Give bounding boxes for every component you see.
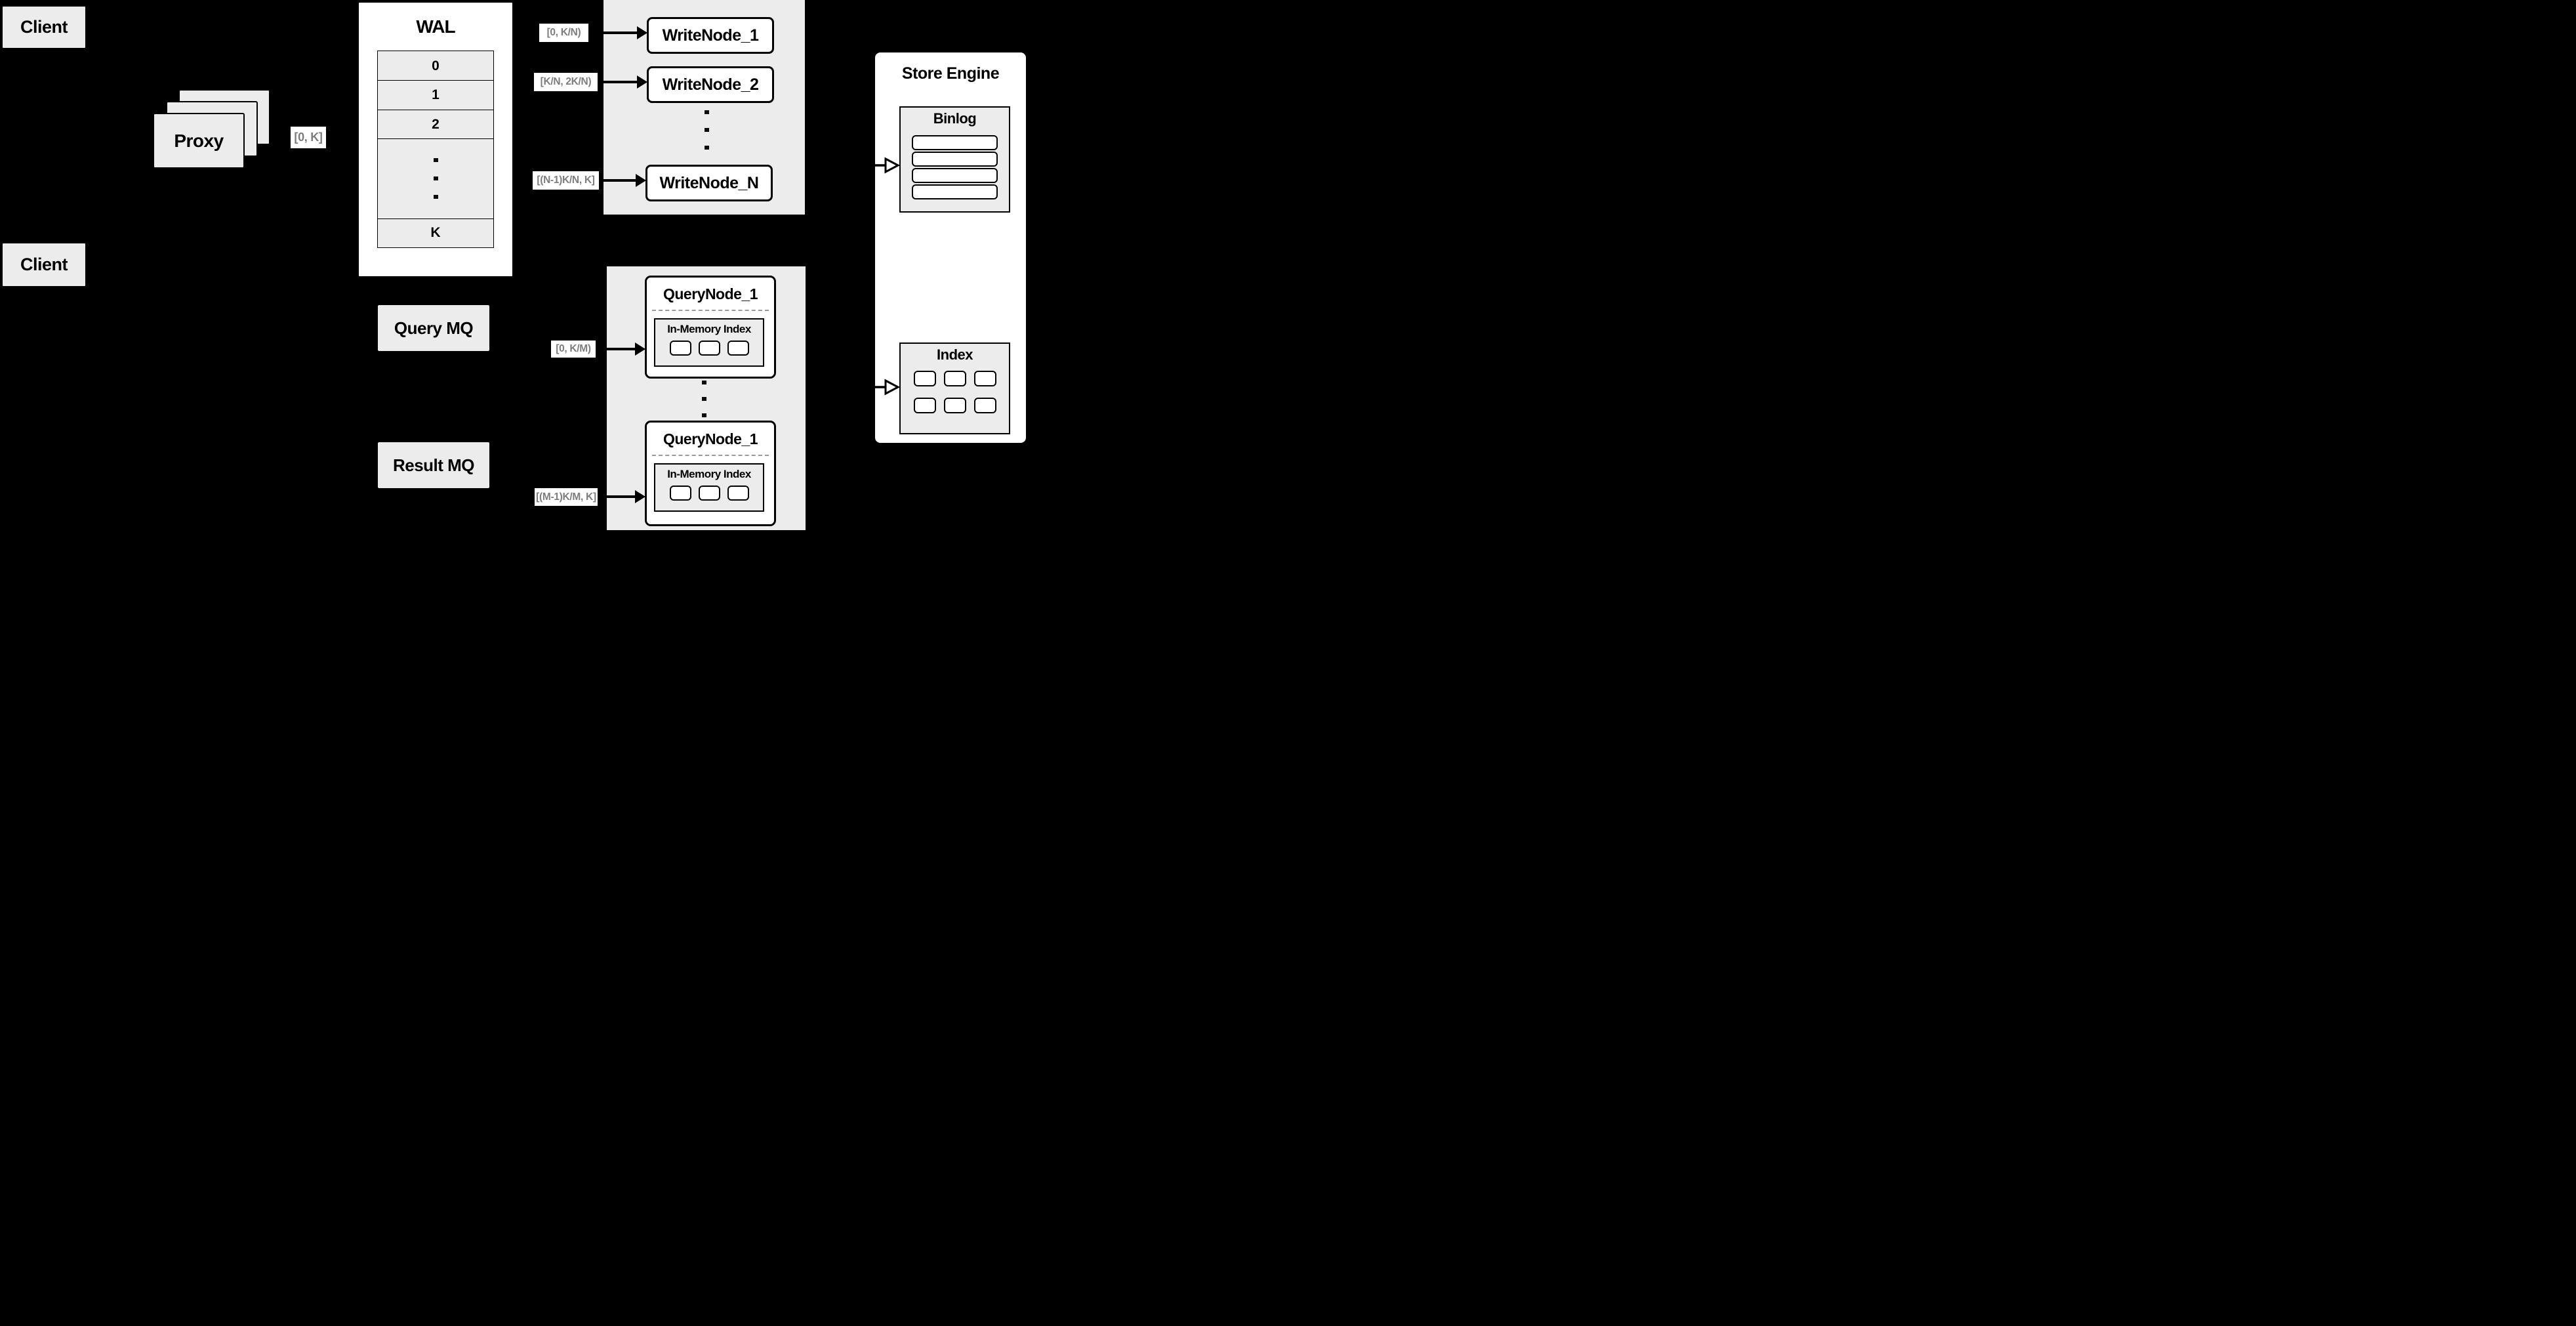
query-mq-box: Query MQ [377, 304, 490, 352]
result-mq-box: Result MQ [377, 442, 490, 489]
range-label-query-node-m: [(M-1)K/M, K] [535, 488, 598, 506]
index-cell [943, 371, 966, 386]
wal-segment-table: 0 1 2 K [377, 51, 494, 249]
query-node-m-divider [652, 455, 769, 456]
in-memory-index-cell [698, 341, 720, 356]
binlog-bar [912, 135, 998, 150]
in-memory-index-cell [669, 486, 691, 501]
binlog-bar [912, 184, 998, 199]
wal-title: WAL [416, 16, 455, 37]
index-cell [913, 371, 936, 386]
in-memory-index-cell [669, 341, 691, 356]
architecture-diagram: Client Client Proxy [0, K] WAL 0 1 2 K W… [0, 0, 1030, 530]
in-memory-index-title-2: In-Memory Index [667, 468, 751, 480]
client-box-bottom: Client [1, 242, 87, 287]
wal-segment-1: 1 [377, 80, 494, 111]
vertical-ellipsis [433, 158, 438, 199]
index-cell [913, 398, 936, 413]
range-label-write-node-1: [0, K/N) [539, 24, 588, 42]
write-node-n-box: WriteNode_N [645, 165, 773, 201]
range-label-write-node-n: [(N-1)K/N, K] [533, 171, 599, 190]
index-cell [943, 398, 966, 413]
binlog-bar [912, 168, 998, 183]
in-memory-index-cells [669, 486, 749, 501]
wal-segment-ellipsis [377, 138, 494, 219]
store-engine-box: Store Engine Binlog Index [874, 51, 1027, 444]
binlog-panel: Binlog [899, 106, 1010, 213]
query-node-1-box: QueryNode_1 In-Memory Index [645, 276, 776, 379]
write-node-2-box: WriteNode_2 [647, 66, 774, 103]
index-cell [973, 398, 996, 413]
arrow-to-binlog [873, 157, 899, 174]
query-node-ellipsis [702, 381, 706, 417]
binlog-bars [912, 135, 998, 199]
arrow-to-write-node-2 [598, 75, 647, 89]
in-memory-index-title-1: In-Memory Index [667, 323, 751, 335]
in-memory-index-cells [669, 341, 749, 356]
write-node-1-box: WriteNode_1 [647, 17, 774, 54]
wal-box: WAL 0 1 2 K [358, 1, 514, 278]
arrow-to-query-node-1 [596, 342, 645, 356]
query-node-1-title: QueryNode_1 [663, 285, 758, 302]
client-box-top: Client [1, 5, 87, 49]
query-node-m-title: QueryNode_1 [663, 430, 758, 447]
range-label-proxy-out: [0, K] [291, 127, 326, 148]
binlog-bar [912, 152, 998, 167]
in-memory-index-cell [727, 486, 749, 501]
index-title: Index [937, 346, 973, 363]
index-cells [913, 371, 996, 413]
in-memory-index-cell [727, 341, 749, 356]
binlog-title: Binlog [933, 110, 977, 127]
range-label-write-node-2: [K/N, 2K/N) [534, 73, 598, 91]
arrow-to-write-node-1 [588, 26, 647, 39]
in-memory-index-panel-2: In-Memory Index [654, 463, 764, 512]
query-node-1-divider [652, 310, 769, 311]
wal-segment-2: 2 [377, 109, 494, 140]
proxy-box: Proxy [153, 113, 245, 169]
store-engine-title: Store Engine [901, 64, 1000, 83]
arrow-to-query-node-m [598, 490, 645, 503]
wal-segment-0: 0 [377, 51, 494, 81]
arrow-to-write-node-n [599, 174, 646, 187]
query-node-m-box: QueryNode_1 In-Memory Index [645, 421, 776, 526]
arrow-to-index [873, 379, 899, 396]
in-memory-index-panel-1: In-Memory Index [654, 318, 764, 367]
wal-segment-k: K [377, 218, 494, 249]
range-label-query-node-1: [0, K/M) [551, 341, 596, 358]
index-cell [973, 371, 996, 386]
index-panel: Index [899, 342, 1010, 434]
write-node-ellipsis [705, 110, 709, 150]
in-memory-index-cell [698, 486, 720, 501]
